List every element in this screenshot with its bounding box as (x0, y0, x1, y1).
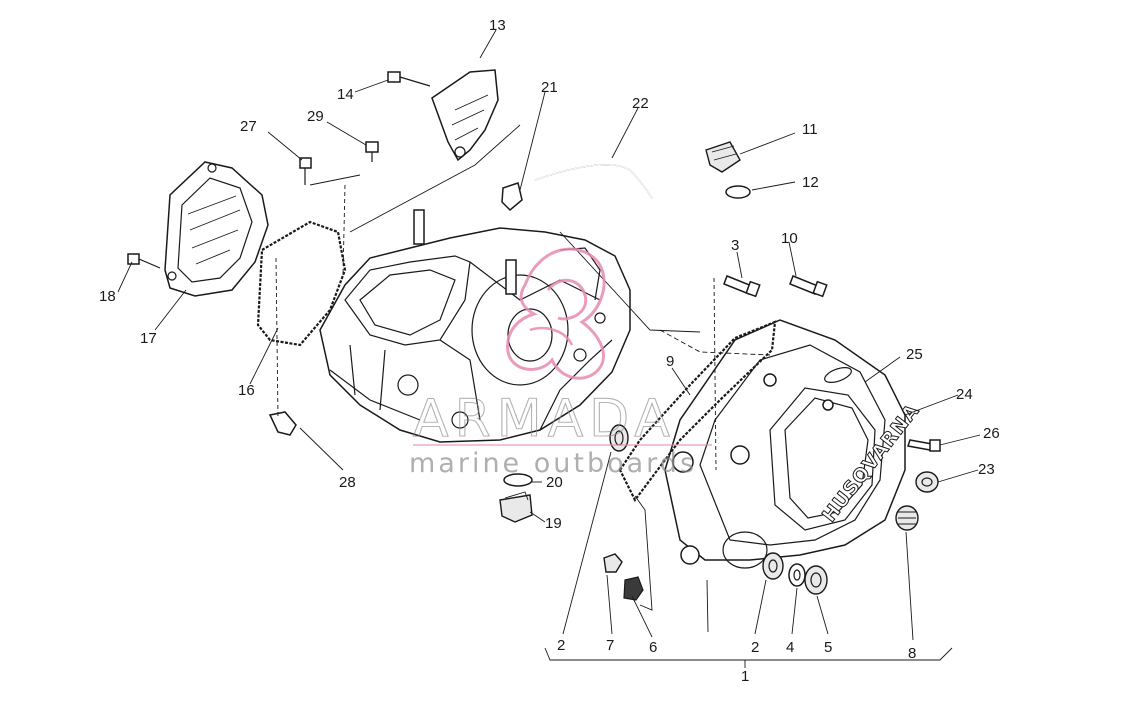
o-ring-24 (824, 367, 852, 383)
drain-plug-19 (499, 491, 533, 523)
bolt-10 (789, 275, 828, 298)
clutch-cover-25: HUSQVARNA (664, 319, 924, 569)
crankcase (319, 209, 631, 443)
watermark-logo (506, 247, 606, 380)
callout-4: 4 (786, 639, 794, 656)
callout-1: 1 (741, 668, 749, 685)
callout-11: 11 (802, 121, 818, 138)
callout-22: 22 (632, 95, 649, 112)
callout-8: 8 (908, 645, 916, 662)
washer-4 (788, 563, 806, 587)
callout-9: 9 (666, 353, 674, 370)
callout-20: 20 (546, 474, 563, 491)
callout-25: 25 (906, 346, 923, 363)
nut-7 (603, 553, 623, 573)
clip-28 (268, 411, 297, 436)
callout-12: 12 (802, 174, 819, 191)
watermark: ARMADA marine outboards (409, 247, 712, 479)
callout-5: 5 (824, 639, 832, 656)
seal-2-right (762, 552, 784, 580)
callout-23: 23 (978, 461, 995, 478)
washer-20 (503, 473, 533, 487)
elbow-fitting-21 (501, 182, 523, 212)
callout-10: 10 (781, 230, 798, 247)
callout-28: 28 (339, 474, 356, 491)
filler-plug-11 (705, 141, 741, 173)
nut-6 (623, 576, 644, 601)
leader-lines (117, 29, 981, 668)
callout-24: 24 (956, 386, 973, 403)
ignition-cover-17 (164, 161, 269, 297)
bolt-3 (723, 275, 761, 298)
bolt-14 (387, 71, 431, 87)
screw-27 (299, 157, 312, 185)
callout-27: 27 (240, 118, 257, 135)
callout-17: 17 (140, 330, 157, 347)
seal-23 (915, 471, 939, 493)
callout-16: 16 (238, 382, 255, 399)
callout-18: 18 (99, 288, 116, 305)
screw-18 (127, 253, 161, 269)
clutch-gasket-9 (618, 320, 777, 503)
watermark-subtitle: marine outboards (409, 448, 697, 479)
bolt-26 (907, 439, 941, 452)
callout-29: 29 (307, 108, 324, 125)
callout-26: 26 (983, 425, 1000, 442)
callout-2-right: 2 (751, 639, 759, 656)
callout-2-left: 2 (557, 637, 565, 654)
breather-hose-22 (534, 164, 653, 199)
callout-13: 13 (489, 17, 506, 34)
callout-21: 21 (541, 79, 558, 96)
cover-gasket-16 (256, 220, 347, 347)
callout-3: 3 (731, 237, 739, 254)
watermark-title: ARMADA (413, 389, 676, 449)
callout-19: 19 (545, 515, 562, 532)
screw-29 (365, 141, 379, 162)
callout-6: 6 (649, 639, 657, 656)
bearing-5 (804, 565, 828, 595)
callout-7: 7 (606, 637, 614, 654)
bearing-8 (895, 505, 919, 531)
washer-12 (725, 185, 751, 199)
sprocket-guard-13 (431, 69, 499, 162)
callout-labels: 13 14 21 22 11 12 27 29 18 17 16 28 20 1… (99, 17, 1000, 685)
callout-14: 14 (337, 86, 354, 103)
